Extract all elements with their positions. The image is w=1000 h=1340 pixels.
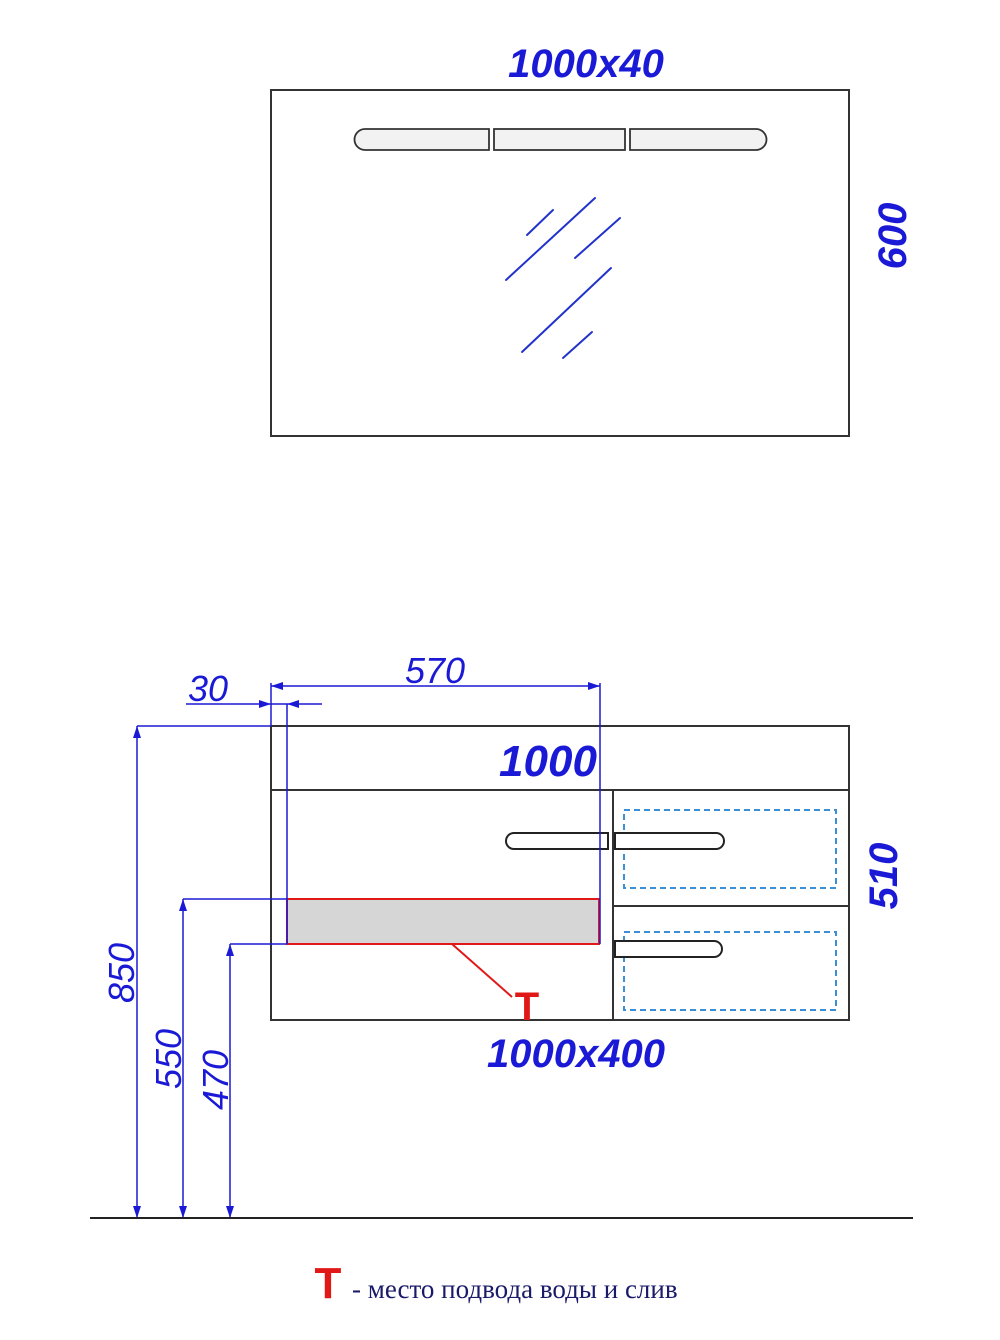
cabinet-size-label: 1000x400 — [487, 1032, 665, 1076]
zone-width-570-label: 570 — [405, 650, 465, 691]
mirror-light-bar — [353, 128, 768, 151]
zone-dimension-lines — [186, 683, 601, 944]
mirror-reflection-icon — [505, 197, 621, 359]
height-850-label: 850 — [101, 943, 142, 1003]
legend-symbol: T — [315, 1259, 342, 1308]
offset-30-label: 30 — [188, 668, 228, 709]
cabinet-group: T 30 570 1000 510 1000x400 — [90, 650, 913, 1219]
light-segment-left — [353, 128, 490, 151]
light-segment-middle — [493, 128, 626, 151]
drawer-bottom-inset — [623, 931, 837, 1011]
height-470-label: 470 — [195, 1050, 236, 1110]
cabinet-width-label: 1000 — [499, 737, 597, 786]
mirror-height-label: 600 — [871, 203, 915, 270]
cabinet-height-510-label: 510 — [862, 843, 906, 910]
door-handle — [505, 832, 609, 850]
legend-text: - место подвода воды и слив — [352, 1274, 678, 1304]
mirror-width-label: 1000x40 — [508, 42, 664, 86]
height-dimension-arrows — [133, 726, 234, 1218]
plumbing-marker-letter: T — [515, 985, 539, 1029]
plumbing-zone — [286, 898, 600, 945]
height-550-label: 550 — [148, 1029, 189, 1089]
mirror-group: 1000x40 600 — [270, 42, 915, 437]
light-segment-right — [629, 128, 768, 151]
height-dimension-lines — [136, 725, 287, 1218]
drawer-top-handle — [614, 832, 725, 850]
legend: T - место подвода воды и слив — [315, 1259, 678, 1308]
drawer-bottom-handle — [614, 940, 723, 958]
drawer-bottom — [612, 905, 850, 1021]
plumbing-marker-leader — [451, 943, 513, 998]
zone-dimension-arrows — [259, 682, 600, 708]
